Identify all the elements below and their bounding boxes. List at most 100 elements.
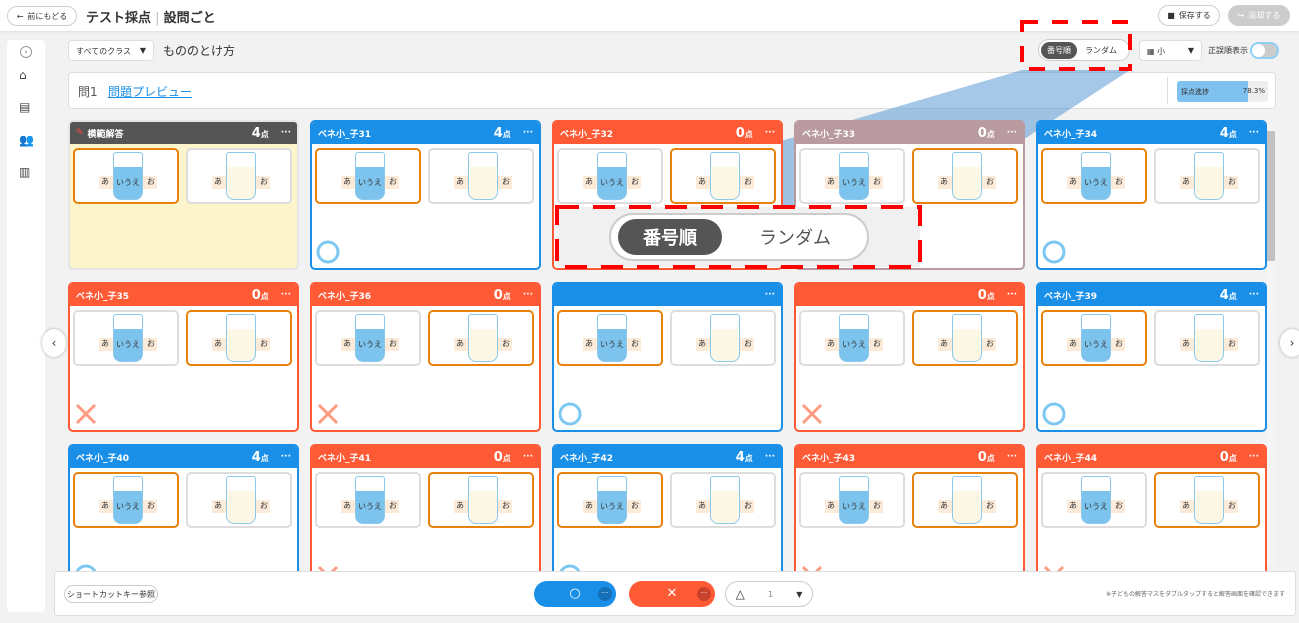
users-icon[interactable]: 👥 (19, 133, 34, 147)
shortcut-button[interactable]: ショートカットキー参照 (64, 585, 158, 603)
more-icon[interactable]: ··· (280, 452, 291, 462)
answer-option[interactable]: あおいうえ (1041, 310, 1147, 366)
answer-option[interactable]: あおいうえ (557, 148, 663, 204)
answer-option[interactable]: あおいうえ (557, 472, 663, 528)
answer-option[interactable]: あおいうえ (73, 148, 179, 204)
answer-option[interactable]: あおいうえ (1041, 148, 1147, 204)
answer-option[interactable]: あおいうえ (799, 472, 905, 528)
answer-option[interactable]: あおいうえ (315, 148, 421, 204)
more-icon[interactable]: ··· (522, 128, 533, 138)
score: 0点 (978, 126, 995, 141)
label-right: お (631, 177, 639, 186)
question-preview-link[interactable]: 問題プレビュー (108, 85, 193, 99)
water-cup-icon (839, 476, 869, 524)
answer-option[interactable]: あお (428, 472, 534, 528)
answer-option[interactable]: あお (912, 310, 1018, 366)
more-icon[interactable]: ··· (522, 290, 533, 300)
answer-option[interactable]: あお (186, 148, 292, 204)
more-icon[interactable]: ··· (1248, 128, 1259, 138)
expand-icon[interactable]: › (20, 46, 32, 58)
answer-option[interactable]: あお (1154, 148, 1260, 204)
more-icon[interactable]: ··· (1006, 128, 1017, 138)
more-icon[interactable]: ··· (697, 587, 711, 601)
label-right: お (1228, 177, 1236, 186)
class-filter-select[interactable]: すべてのクラス▼ (68, 40, 154, 61)
answer-option[interactable]: あおいうえ (73, 310, 179, 366)
student-card[interactable]: ··· あおいうえあお (552, 282, 783, 432)
label-left: あ (1069, 339, 1077, 348)
label-middle: いうえ (116, 340, 140, 349)
more-icon[interactable]: ··· (764, 290, 775, 300)
score-unit: 点 (502, 129, 511, 139)
label-middle: いうえ (358, 340, 382, 349)
milk-cup-icon (710, 476, 740, 524)
answer-option[interactable]: あおいうえ (73, 472, 179, 528)
answer-option[interactable]: あおいうえ (799, 148, 905, 204)
answer-option[interactable]: あお (670, 310, 776, 366)
answer-option[interactable]: あおいうえ (799, 310, 905, 366)
correct-order-toggle[interactable] (1250, 42, 1279, 59)
more-icon[interactable]: ··· (598, 587, 612, 601)
scrollbar[interactable] (1267, 125, 1275, 565)
more-icon[interactable]: ··· (1248, 452, 1259, 462)
size-select[interactable]: ▦ 小▼ (1139, 40, 1202, 61)
label-right: お (744, 339, 752, 348)
answer-option[interactable]: あお (186, 472, 292, 528)
partial-score-control[interactable]: △1▼ (725, 581, 813, 607)
answer-option[interactable]: あおいうえ (1041, 472, 1147, 528)
document-icon[interactable]: ▤ (19, 100, 31, 114)
answer-option[interactable]: あお (912, 472, 1018, 528)
return-button[interactable]: ↪返却する (1228, 5, 1290, 26)
answer-option[interactable]: あおいうえ (315, 310, 421, 366)
back-button[interactable]: ←前にもどる (7, 6, 77, 26)
answer-option[interactable]: あお (670, 148, 776, 204)
prev-page-button[interactable]: ‹ (42, 329, 66, 357)
answer-option[interactable]: あお (670, 472, 776, 528)
score-unit: 点 (1228, 291, 1237, 301)
score-value: 4 (493, 125, 503, 141)
answer-option[interactable]: あお (1154, 472, 1260, 528)
answer-option[interactable]: あおいうえ (315, 472, 421, 528)
answer-option[interactable]: あお (912, 148, 1018, 204)
more-icon[interactable]: ··· (764, 128, 775, 138)
save-button[interactable]: ■保存する (1158, 5, 1220, 26)
answer-option[interactable]: あおいうえ (557, 310, 663, 366)
student-card[interactable]: 0点···あおいうえあお (794, 282, 1025, 432)
answer-option[interactable]: あお (186, 310, 292, 366)
answer-option[interactable]: あお (428, 310, 534, 366)
label-left: あ (343, 177, 351, 186)
mark-wrong-button[interactable]: ✕··· (629, 581, 715, 607)
more-icon[interactable]: ··· (1006, 290, 1017, 300)
milk-cup-icon (468, 314, 498, 362)
answer-option[interactable]: あお (428, 148, 534, 204)
more-icon[interactable]: ··· (280, 290, 291, 300)
more-icon[interactable]: ··· (522, 452, 533, 462)
more-icon[interactable]: ··· (764, 452, 775, 462)
more-icon[interactable]: ··· (1006, 452, 1017, 462)
answer-option[interactable]: あお (1154, 310, 1260, 366)
chart-icon[interactable]: ▥ (19, 165, 31, 179)
student-name: ベネ小_子32 (560, 129, 614, 140)
milk-cup-icon (226, 314, 256, 362)
score-unit: 点 (260, 129, 269, 139)
more-icon[interactable]: ··· (1248, 290, 1259, 300)
home-icon[interactable]: ⌂ (19, 68, 27, 82)
save-label: 保存する (1178, 11, 1211, 20)
scrollbar-thumb[interactable] (1267, 131, 1275, 261)
mark-correct-button[interactable]: ○··· (534, 581, 616, 607)
more-icon[interactable]: ··· (280, 128, 291, 138)
next-page-button[interactable]: › (1280, 329, 1299, 357)
